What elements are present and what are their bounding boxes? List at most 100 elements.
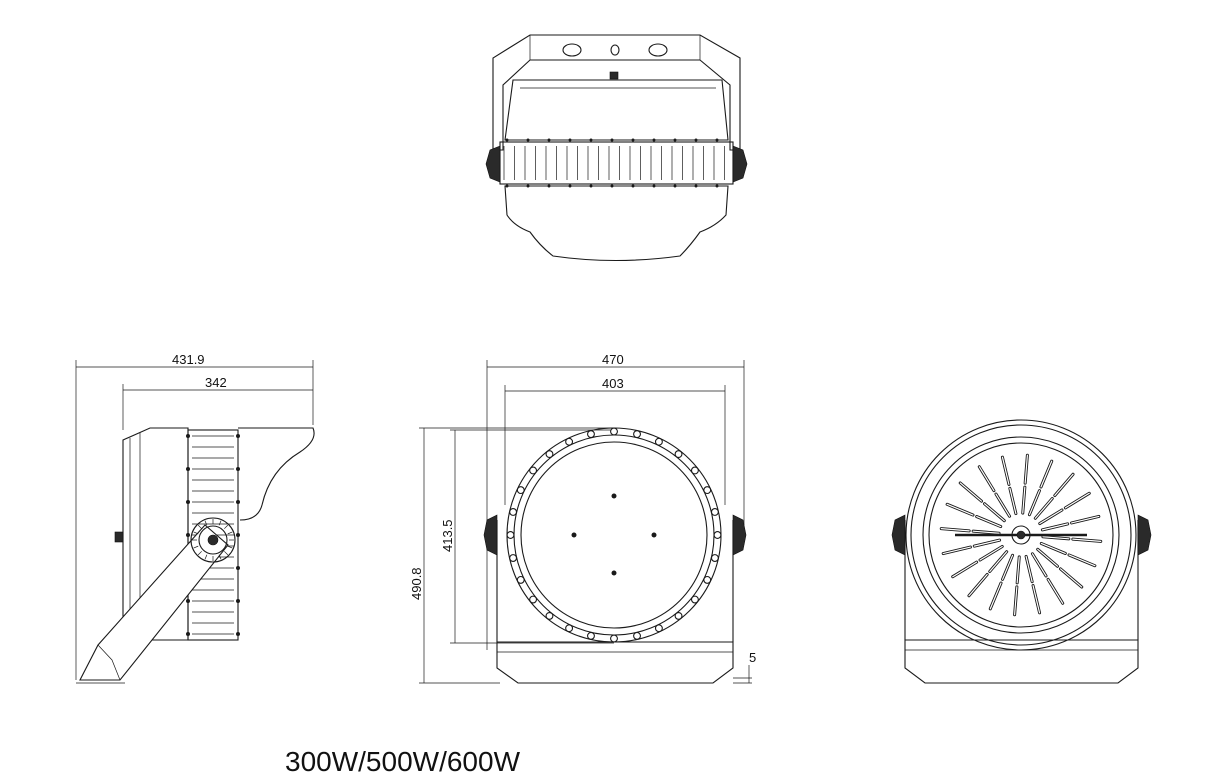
screw xyxy=(186,533,190,537)
fin-highlight xyxy=(1032,584,1041,614)
fin-highlight xyxy=(1014,586,1018,616)
screw xyxy=(505,138,509,142)
fin-highlight xyxy=(1016,556,1020,584)
fin-highlight xyxy=(952,561,978,578)
screw xyxy=(509,508,518,516)
screw xyxy=(236,533,240,537)
screw xyxy=(509,554,518,562)
screw xyxy=(674,611,683,620)
screw xyxy=(703,486,712,495)
screw xyxy=(236,599,240,603)
screw xyxy=(610,427,618,436)
fin-highlight xyxy=(1022,486,1026,514)
screw xyxy=(186,599,190,603)
fin-highlight xyxy=(976,515,1002,528)
top-view xyxy=(485,34,748,262)
tooth xyxy=(224,551,229,556)
side-view: 431.9 342 xyxy=(75,352,315,684)
screw xyxy=(545,611,554,620)
fin-highlight xyxy=(968,573,988,597)
fin-highlight xyxy=(1041,523,1069,531)
fin-highlight xyxy=(1009,487,1017,515)
screw xyxy=(715,138,719,142)
screw xyxy=(694,138,698,142)
screw xyxy=(186,500,190,504)
fin-highlight xyxy=(1001,554,1014,580)
screw xyxy=(610,634,618,643)
fin-highlight xyxy=(973,539,1001,547)
dim-lens-width: 403 xyxy=(602,376,624,391)
front-view: 470 403 490.8 413.5 5 xyxy=(409,352,756,684)
tooth xyxy=(197,524,202,529)
screw xyxy=(703,575,712,584)
fin-highlight xyxy=(978,466,995,492)
rear-view xyxy=(891,419,1152,684)
screw xyxy=(674,450,683,459)
screw xyxy=(654,437,663,446)
fin-highlight xyxy=(989,551,1008,573)
screw xyxy=(529,595,538,604)
screw xyxy=(710,508,719,516)
fin-highlight xyxy=(1064,492,1090,509)
dim-overall-depth: 431.9 xyxy=(172,352,205,367)
fin-highlight xyxy=(972,530,1000,534)
screw xyxy=(568,138,572,142)
fin-highlight xyxy=(1024,454,1028,484)
dim-base-offset: 5 xyxy=(749,650,756,665)
screw xyxy=(690,595,699,604)
tooth xyxy=(218,554,222,560)
screw xyxy=(710,554,719,562)
screw xyxy=(565,437,574,446)
fin-highlight xyxy=(1040,460,1053,488)
fin-highlight xyxy=(1031,553,1047,577)
tooth xyxy=(197,551,202,556)
screw xyxy=(610,138,614,142)
dim-overall-width: 470 xyxy=(602,352,624,367)
screw xyxy=(690,466,699,475)
fin-highlight xyxy=(1059,568,1083,588)
screw xyxy=(506,531,515,539)
screw xyxy=(236,467,240,471)
screw xyxy=(186,434,190,438)
fin-highlight xyxy=(1042,536,1070,540)
screw xyxy=(654,624,663,633)
fin-highlight xyxy=(1068,554,1096,567)
fin-highlight xyxy=(1047,578,1064,604)
screw xyxy=(565,624,574,633)
fin-highlight xyxy=(1072,538,1102,542)
tooth xyxy=(204,520,208,526)
wattage-caption: 300W/500W/600W xyxy=(285,746,521,775)
screw xyxy=(236,566,240,570)
screw xyxy=(236,632,240,636)
screw xyxy=(631,138,635,142)
screw xyxy=(652,138,656,142)
fin-highlight xyxy=(1028,490,1041,516)
screw xyxy=(673,138,677,142)
fin-highlight xyxy=(959,482,983,502)
screw xyxy=(633,430,641,439)
tooth xyxy=(204,554,208,560)
fin-highlight xyxy=(983,503,1005,522)
tooth xyxy=(218,520,222,526)
tooth xyxy=(193,545,199,549)
dim-body-depth: 342 xyxy=(205,375,227,390)
fin-highlight xyxy=(1039,509,1063,525)
dim-overall-height: 490.8 xyxy=(409,567,424,600)
screw xyxy=(186,632,190,636)
fin-highlight xyxy=(942,546,972,555)
screw xyxy=(186,467,190,471)
screw xyxy=(526,138,530,142)
tooth xyxy=(227,545,233,549)
fin-highlight xyxy=(946,503,974,516)
screw xyxy=(589,138,593,142)
screw xyxy=(516,575,525,584)
tooth xyxy=(227,531,233,535)
fin-highlight xyxy=(1025,555,1033,583)
fin-highlight xyxy=(995,493,1011,517)
dim-lens-height: 413.5 xyxy=(440,519,455,552)
fin-highlight xyxy=(1001,456,1010,486)
fin-highlight xyxy=(940,528,970,532)
fin-highlight xyxy=(979,545,1003,561)
fin-highlight xyxy=(1040,542,1066,555)
